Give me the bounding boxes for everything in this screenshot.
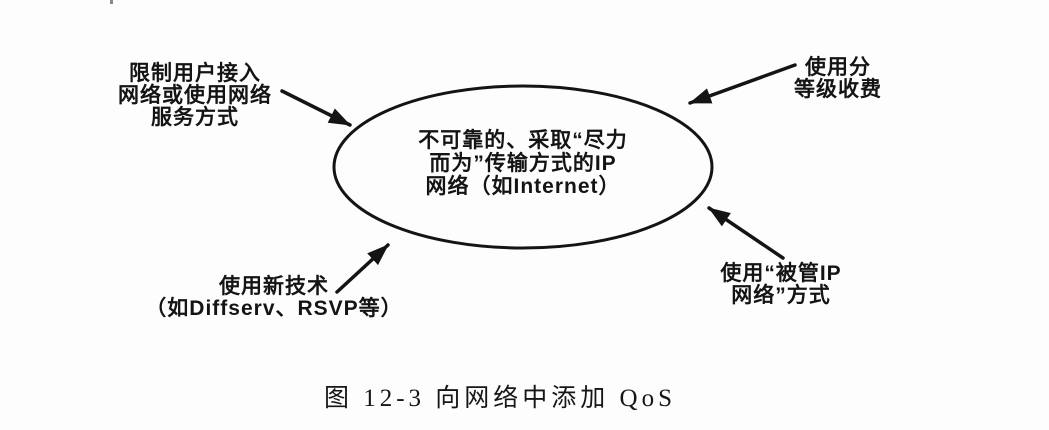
figure-caption: 图 12-3 向网络中添加 QoS [323, 385, 677, 412]
ellipse-label-line-3: 网络（如Internet） [425, 175, 621, 198]
network-ellipse [332, 84, 714, 250]
callout-bottom-right-line-2: 网络”方式 [731, 284, 831, 307]
callout-top-left: 限制用户接入 网络或使用网络 服务方式 [118, 63, 272, 129]
callout-bottom-right: 使用“被管IP 网络”方式 [720, 263, 841, 307]
ellipse-label-line-1: 不可靠的、采取“尽力 [418, 129, 628, 152]
callout-bottom-left-line-2: （如Diffserv、RSVP等） [145, 297, 403, 320]
callout-top-left-line-1: 限制用户接入 [129, 62, 261, 85]
scan-artifact [110, 0, 113, 4]
ellipse-label: 不可靠的、采取“尽力 而为”传输方式的IP 网络（如Internet） [418, 129, 628, 198]
callout-top-right-line-2: 等级收费 [794, 78, 882, 101]
callout-top-right: 使用分 等级收费 [794, 57, 882, 101]
callout-top-left-line-3: 服务方式 [151, 106, 239, 129]
callout-top-left-line-2: 网络或使用网络 [118, 84, 272, 107]
callout-bottom-right-line-1: 使用“被管IP [720, 262, 842, 285]
callout-bottom-left-line-1: 使用新技术 [218, 275, 329, 298]
arrow-bottom-right [707, 206, 785, 260]
arrow-top-right [688, 63, 797, 105]
arrow-bottom-left [335, 243, 390, 294]
arrow-top-left [280, 89, 352, 127]
ellipse-label-line-2: 而为”传输方式的IP [429, 152, 617, 175]
callout-top-right-line-1: 使用分 [805, 56, 871, 79]
callout-bottom-left: 使用新技术 （如Diffserv、RSVP等） [145, 276, 402, 320]
